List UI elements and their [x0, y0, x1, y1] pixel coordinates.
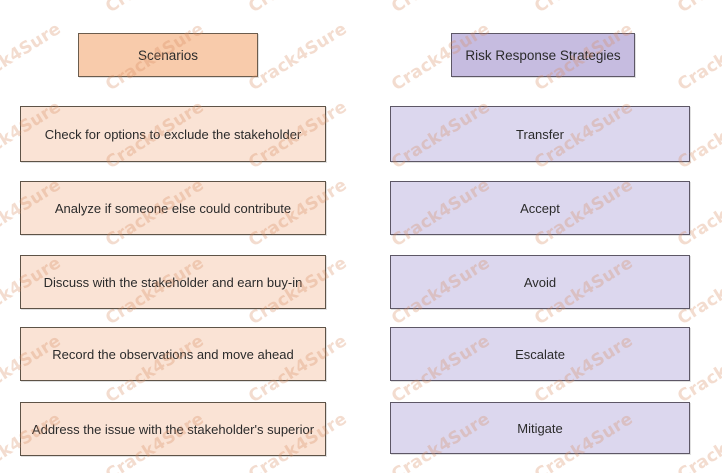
- scenarios-column-header-label: Scenarios: [137, 47, 199, 63]
- strategy-item-1-label: Transfer: [516, 126, 564, 142]
- watermark-label: Crack4Sure: [102, 0, 207, 17]
- watermark-label: Crack4Sure: [673, 18, 722, 96]
- strategies-column-header-label: Risk Response Strategies: [465, 47, 621, 63]
- strategy-item-2-label: Accept: [520, 200, 560, 216]
- strategy-item-5-label: Mitigate: [517, 420, 563, 436]
- watermark-tile: Crack4Sure: [226, 0, 369, 18]
- watermark-label: Crack4Sure: [531, 0, 636, 17]
- watermark-tile: Crack4Sure: [512, 0, 655, 18]
- strategies-column-header: Risk Response Strategies: [451, 33, 635, 77]
- scenario-item-2[interactable]: Analyze if someone else could contribute: [20, 181, 326, 235]
- scenario-item-4[interactable]: Record the observations and move ahead: [20, 327, 326, 381]
- strategy-item-3[interactable]: Avoid: [390, 255, 690, 309]
- strategy-item-3-label: Avoid: [523, 274, 557, 290]
- scenario-item-2-label: Analyze if someone else could contribute: [54, 200, 292, 216]
- scenario-item-1[interactable]: Check for options to exclude the stakeho…: [20, 106, 326, 162]
- scenario-item-1-label: Check for options to exclude the stakeho…: [44, 126, 302, 142]
- watermark-label: Crack4Sure: [0, 0, 64, 17]
- watermark-label: Crack4Sure: [244, 18, 351, 96]
- strategy-item-4-label: Escalate: [515, 346, 565, 362]
- watermark-label: Crack4Sure: [245, 0, 350, 17]
- strategy-item-2[interactable]: Accept: [390, 181, 690, 235]
- watermark-tile: Crack4Sure: [83, 0, 226, 18]
- watermark-label: Crack4Sure: [388, 0, 493, 17]
- scenario-item-4-label: Record the observations and move ahead: [52, 346, 294, 362]
- watermark-label: Crack4Sure: [674, 0, 722, 17]
- scenario-item-5-label: Address the issue with the stakeholder's…: [31, 421, 315, 437]
- scenario-item-3[interactable]: Discuss with the stakeholder and earn bu…: [20, 255, 326, 309]
- scenarios-column-header: Scenarios: [78, 33, 258, 77]
- scenario-item-3-label: Discuss with the stakeholder and earn bu…: [43, 274, 303, 290]
- watermark-tile: Crack4Sure: [655, 18, 722, 96]
- watermark-tile: Crack4Sure: [655, 0, 722, 18]
- watermark-tile: Crack4Sure: [0, 0, 83, 18]
- strategy-item-1[interactable]: Transfer: [390, 106, 690, 162]
- strategy-item-4[interactable]: Escalate: [390, 327, 690, 381]
- watermark-label: Crack4Sure: [0, 18, 65, 96]
- watermark-tile: Crack4Sure: [0, 18, 83, 96]
- scenario-item-5[interactable]: Address the issue with the stakeholder's…: [20, 402, 326, 456]
- strategy-item-5[interactable]: Mitigate: [390, 402, 690, 454]
- watermark-tile: Crack4Sure: [369, 0, 512, 18]
